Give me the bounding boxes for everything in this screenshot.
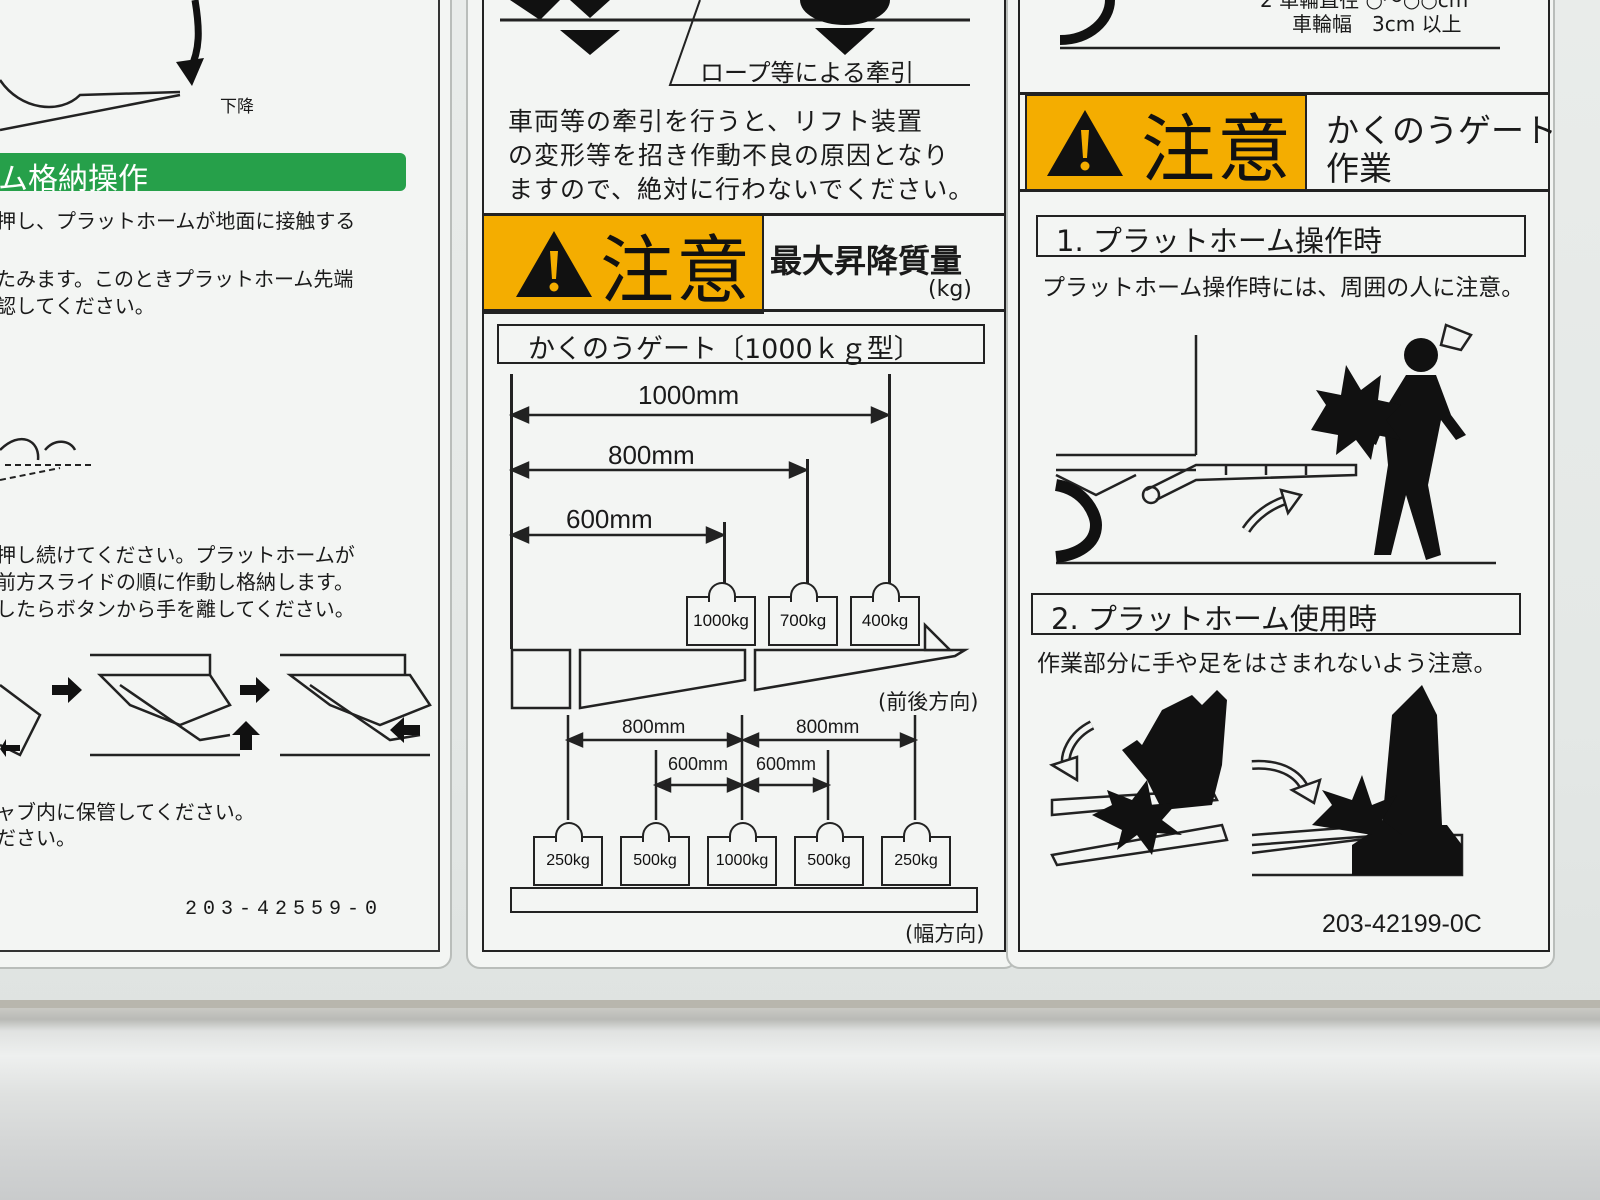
dim-width-600-left: 600mm [668, 754, 729, 774]
caution-word: 注意 [600, 227, 752, 314]
weight-front-1000: 1000kg [686, 582, 756, 646]
weight-width-250-right: 250kg [881, 822, 951, 886]
right-divider-2 [1018, 189, 1548, 192]
warning-triangle-icon [516, 231, 592, 297]
right-top-text-1: 2 車輪直径 ○～○○cm [1260, 0, 1469, 12]
weight-width-250-left: 250kg [533, 822, 603, 886]
section-title: ム格納操作 [0, 162, 148, 197]
left-text-2a: たみます。このときプラットホーム先端 [0, 267, 354, 291]
middle-inner-border [482, 0, 1006, 952]
platform-side-view-icon [510, 621, 970, 710]
lower-label: 下降 [220, 97, 254, 117]
tow-text-1: 車両等の牽引を行うと、リフト装置 [508, 107, 924, 136]
left-inner-border [0, 0, 440, 952]
caution-title-right-1: かくのうゲート [1326, 111, 1557, 150]
gate-title: かくのうゲート〔1000ｋｇ型〕 [528, 334, 921, 365]
left-text-2b: 認してください。 [0, 294, 155, 318]
ref-line-1000 [888, 374, 891, 590]
dimension-arrows-front [508, 406, 892, 544]
caution-title-middle: 最大昇降質量 [770, 242, 963, 280]
ref-line-600 [723, 522, 726, 590]
middle-divider-2 [482, 309, 1004, 312]
caution-unit-middle: (kg) [928, 277, 972, 302]
section2-title: 2. プラットホーム使用時 [1051, 602, 1378, 636]
section1-title-box [1036, 215, 1526, 257]
section1-title: 1. プラットホーム操作時 [1056, 224, 1383, 258]
frame-edge [0, 1000, 1600, 1010]
section2-text: 作業部分に手や足をはさまれないよう注意。 [1037, 651, 1497, 677]
right-inner-border [1018, 0, 1550, 952]
dimension-arrows-width [564, 715, 919, 820]
left-text-4b: ださい。 [0, 826, 76, 850]
tow-caption: ロープ等による牽引 [700, 59, 914, 87]
dim-front-800: 800mm [608, 440, 695, 470]
gate-title-box [497, 324, 985, 364]
weight-width-500-right: 500kg [794, 822, 864, 886]
weight-width-500-left: 500kg [620, 822, 690, 886]
right-part-number: 203-42199-0C [1322, 910, 1482, 938]
tow-text-3: ますので、絶対に行わないでください。 [508, 175, 975, 204]
caution-box-right: 注意 [1025, 94, 1307, 193]
right-divider-top [1018, 92, 1548, 95]
caution-box-middle: 注意 [482, 214, 764, 314]
metal-frame [0, 1008, 1600, 1200]
lowering-arrow-icon [0, 0, 204, 132]
caution-word: 注意 [1141, 106, 1293, 193]
left-text-4a: ャブ内に保管してください。 [0, 800, 255, 824]
weight-front-400: 400kg [850, 582, 920, 646]
person-struck-by-platform-icon [1054, 323, 1496, 565]
ref-line-800 [806, 459, 809, 590]
section-title-banner [0, 153, 406, 191]
towing-icon [500, 0, 970, 86]
stowing-sequence-icon [0, 653, 432, 757]
hand-foot-pinch-icon [1048, 685, 1464, 877]
dim-width-800-left: 800mm [622, 717, 686, 738]
left-text-3a: 押し続けてください。プラットホームが [0, 543, 355, 567]
dim-front-600: 600mm [566, 504, 653, 534]
weight-width-1000: 1000kg [707, 822, 777, 886]
left-part-number: 203-42559-0 [185, 898, 384, 921]
caution-title-right-2: 作業 [1326, 149, 1392, 188]
left-text-3c: したらボタンから手を離してください。 [0, 597, 355, 621]
dim-front-1000: 1000mm [638, 380, 740, 410]
dim-width-800-right: 800mm [796, 717, 860, 738]
tow-text-2: の変形等を招き作動不良の原因となり [508, 141, 950, 170]
weight-front-700: 700kg [768, 582, 838, 646]
wheel-icon [1059, 0, 1500, 50]
left-text-3b: 前方スライドの順に作動し格納します。 [0, 570, 354, 594]
width-label: (幅方向) [905, 922, 985, 946]
section2-title-box [1031, 593, 1521, 635]
right-top-text-2: 車輪幅 3cm 以上 [1292, 12, 1462, 36]
front-back-label: (前後方向) [878, 690, 979, 714]
platform-front-view [510, 887, 978, 913]
warning-triangle-icon [1047, 110, 1123, 176]
section1-text: プラットホーム操作時には、周囲の人に注意。 [1042, 275, 1525, 301]
left-text-1: 押し、プラットホームが地面に接触する [0, 209, 356, 233]
dim-width-600-right: 600mm [756, 754, 817, 774]
platform-fold-icon [0, 438, 95, 481]
ref-line-left [510, 374, 513, 649]
